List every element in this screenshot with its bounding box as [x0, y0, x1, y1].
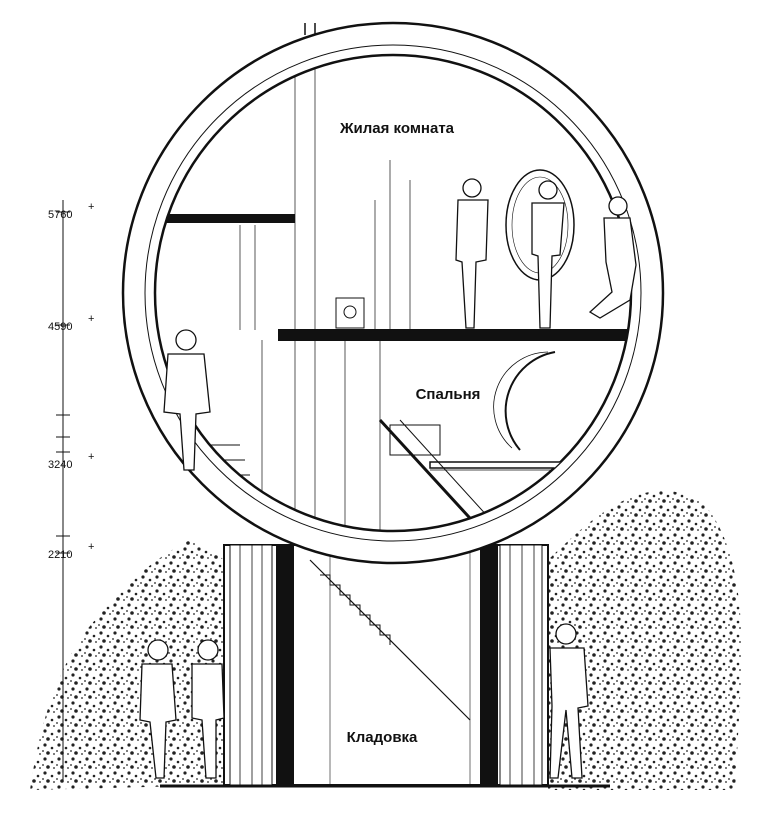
mezzanine-slab	[155, 214, 295, 223]
elevation-3240: 3240 +	[48, 451, 94, 471]
sphere-shell	[121, 21, 665, 565]
svg-text:2210: 2210	[48, 549, 72, 561]
svg-text:+: +	[88, 313, 94, 325]
label-storage: Кладовка	[347, 729, 418, 746]
label-bedroom: Спальня	[416, 386, 481, 403]
elevation-4590: 4590 +	[48, 313, 94, 333]
person-living-1	[455, 178, 489, 329]
label-living-room: Жилая комната	[339, 120, 455, 137]
svg-text:4590: 4590	[48, 321, 72, 333]
svg-text:+: +	[88, 451, 94, 463]
person-mezzanine	[163, 329, 211, 471]
elevation-scale	[56, 200, 70, 780]
foliage-left	[30, 540, 225, 790]
elevation-2210: 2210 +	[48, 541, 94, 561]
elevation-5760: 5760 +	[48, 201, 94, 221]
stem-structure	[223, 544, 549, 786]
svg-text:+: +	[88, 541, 94, 553]
svg-text:5760: 5760	[48, 209, 72, 221]
svg-text:+: +	[88, 201, 94, 213]
person-living-3	[588, 196, 637, 319]
svg-text:3240: 3240	[48, 459, 72, 471]
person-ground-left-1	[139, 639, 177, 779]
person-ground-right	[549, 623, 589, 779]
person-ground-left-2	[191, 639, 225, 779]
foliage-right	[548, 490, 742, 790]
person-living-2	[531, 180, 565, 329]
living-floor-slab	[278, 329, 631, 341]
